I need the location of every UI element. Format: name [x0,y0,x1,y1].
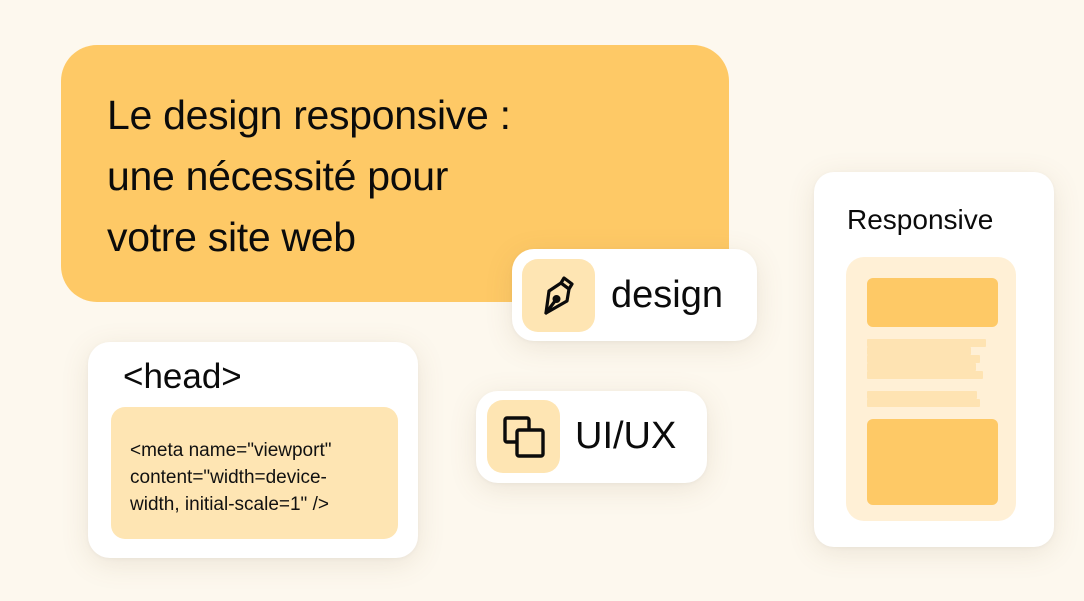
code-line-3: width, initial-scale=1" /> [130,494,329,515]
design-chip: design [512,249,757,341]
mobile-layout-mockup [846,257,1016,521]
code-snippet-box: <meta name="viewport" content="width=dev… [111,407,398,539]
mockup-image-block-top [867,278,998,327]
responsive-card-title: Responsive [847,204,994,235]
mockup-image-block-bottom [867,419,998,505]
code-snippet: <meta name="viewport" content="width=dev… [130,437,331,518]
uiux-chip: UI/UX [476,391,707,483]
code-line-2: content="width=device- [130,467,327,488]
mockup-text-line [867,391,977,399]
code-line-1: <meta name="viewport" [130,440,332,461]
overlapping-squares-icon [487,400,560,473]
hero-title: Le design responsive : une nécessité pou… [107,85,511,268]
mockup-text-line [867,355,980,363]
hero-title-line-2: une nécessité pour [107,153,449,199]
mockup-text-line [867,371,983,379]
pen-nib-icon [522,259,595,332]
mockup-text-line [867,399,980,407]
mockup-text-line [867,363,976,371]
hero-title-line-1: Le design responsive : [107,92,511,138]
hero-banner: Le design responsive : une nécessité pou… [61,45,729,302]
design-chip-label: design [611,274,723,316]
uiux-chip-label: UI/UX [575,415,677,457]
hero-title-line-3: votre site web [107,214,356,260]
head-tag-title: <head> [123,357,242,396]
mockup-text-line [867,347,971,355]
head-tag-card: <head> <meta name="viewport" content="wi… [88,342,418,558]
responsive-card: Responsive [814,172,1054,547]
mockup-text-line [867,339,986,347]
